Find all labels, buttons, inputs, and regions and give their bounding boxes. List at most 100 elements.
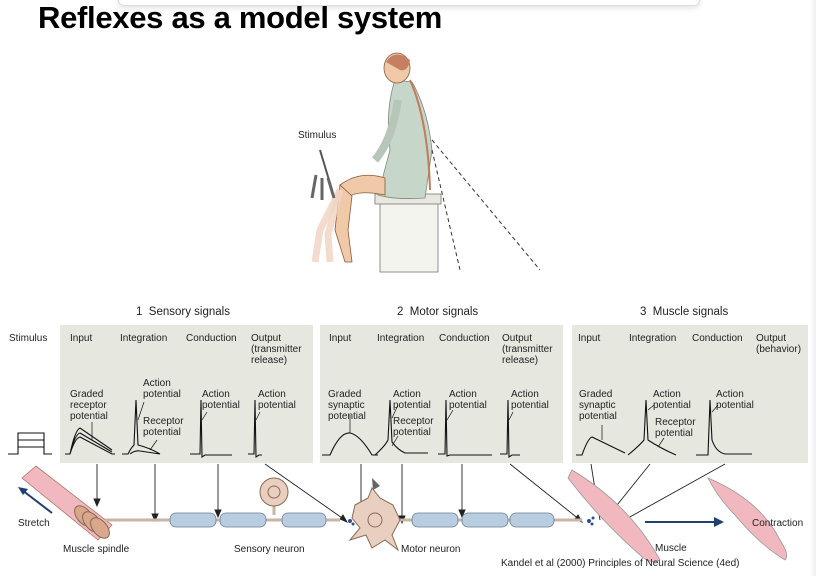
muscle-spindle <box>21 465 113 541</box>
conduction-wave <box>696 399 752 456</box>
output-wave <box>248 399 262 459</box>
text: Action <box>202 389 230 400</box>
muscle-label: Muscle <box>655 543 687 554</box>
text: potential <box>258 400 296 411</box>
text: Receptor <box>143 416 184 427</box>
text: potential <box>511 400 549 411</box>
myelin-sheaths <box>169 512 555 528</box>
text: (transmitter <box>502 344 553 355</box>
col-integration: Integration <box>629 333 677 344</box>
text: potential <box>653 400 691 411</box>
text: release) <box>251 355 288 366</box>
page-edge <box>810 0 816 576</box>
output-wave <box>500 399 520 459</box>
text: Graded <box>328 389 362 400</box>
reflex-hammer-icon <box>310 149 336 200</box>
person-illustration <box>310 52 541 273</box>
text: Action <box>653 389 681 400</box>
text: Action <box>511 389 539 400</box>
col-input: Input <box>578 333 601 344</box>
text: potential <box>202 400 240 411</box>
graded-synaptic-wave <box>322 432 378 456</box>
muscle-spindle-label: Muscle spindle <box>63 544 130 555</box>
text: (transmitter <box>251 344 302 355</box>
citation: Kandel et al (2000) Principles of Neural… <box>501 558 740 569</box>
text: synaptic <box>579 400 616 411</box>
text: release) <box>502 355 539 366</box>
text: potential <box>449 400 487 411</box>
text: (behavior) <box>756 344 802 355</box>
text: potential <box>70 411 108 422</box>
integration-wave <box>122 399 161 455</box>
motor-neuron-cell-body <box>348 478 401 552</box>
text: Output <box>251 333 282 344</box>
integration-wave <box>627 399 677 456</box>
section-name: Muscle signals <box>652 306 729 318</box>
text: Action <box>258 389 286 400</box>
conduction-wave <box>190 399 232 459</box>
section-name: Motor signals <box>409 306 479 318</box>
text: Receptor <box>393 416 434 427</box>
text: potential <box>143 427 181 438</box>
slide-title: Reflexes as a model system <box>38 0 443 35</box>
contraction-arrow-icon <box>645 517 724 527</box>
col-integration: Integration <box>120 333 168 344</box>
col-input: Input <box>329 333 352 344</box>
text: Graded <box>579 389 613 400</box>
col-output: Output(behavior) <box>756 333 801 355</box>
stimulus-step-wave <box>8 432 52 455</box>
sensory-neuron-label: Sensory neuron <box>234 544 305 555</box>
muscle <box>567 469 661 563</box>
section-title-muscle: 3 Muscle signals <box>640 306 728 318</box>
text: Action <box>449 389 477 400</box>
text: potential <box>328 411 366 422</box>
section-number: 3 <box>640 306 647 318</box>
text: potential <box>579 411 617 422</box>
stretch-label: Stretch <box>18 518 50 529</box>
col-conduction: Conduction <box>186 333 237 344</box>
col-conduction: Conduction <box>692 333 743 344</box>
text: Output <box>502 333 533 344</box>
graded-synaptic-wave <box>576 436 626 456</box>
section-title-motor: 2 Motor signals <box>397 306 478 318</box>
integration-wave <box>374 399 428 456</box>
sensory-neuron-cell-body <box>259 477 289 515</box>
row-label-stimulus: Stimulus <box>9 333 48 344</box>
text: Action <box>143 378 171 389</box>
text: synaptic <box>328 400 365 411</box>
section-number: 2 <box>397 306 404 318</box>
text: potential <box>716 400 754 411</box>
stimulus-label: Stimulus <box>298 130 337 141</box>
text: Output <box>756 333 787 344</box>
muscle-signals-panel <box>572 325 808 463</box>
graded-receptor-wave <box>65 427 115 455</box>
text: potential <box>143 389 181 400</box>
text: potential <box>655 428 693 439</box>
section-name: Sensory signals <box>148 306 230 318</box>
contraction-label: Contraction <box>752 518 804 529</box>
col-integration: Integration <box>377 333 425 344</box>
conduction-wave <box>438 399 492 457</box>
section-number: 1 <box>136 306 143 318</box>
text: Graded <box>70 389 104 400</box>
motor-neuron-label: Motor neuron <box>401 544 461 555</box>
sensory-signals-panel <box>60 325 313 463</box>
text: potential <box>393 427 431 438</box>
